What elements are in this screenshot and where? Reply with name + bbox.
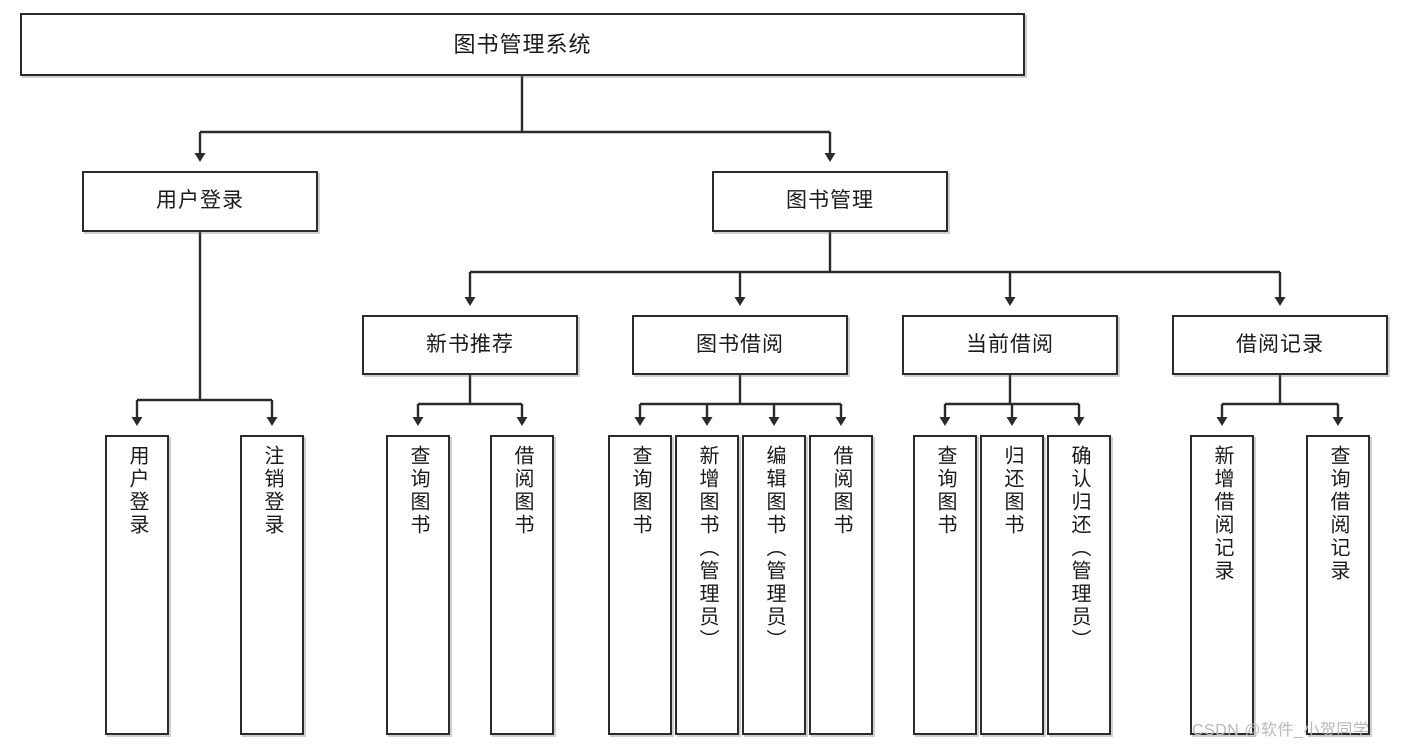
node-leaf-add-book[interactable]: 新增图书（管理员） xyxy=(675,435,739,735)
node-new-book-recommend-label: 新书推荐 xyxy=(426,332,514,356)
node-leaf-borrow-book-2[interactable]: 借阅图书 xyxy=(809,435,873,735)
node-leaf-query-book-2[interactable]: 查询图书 xyxy=(608,435,672,735)
node-leaf-query-book-1[interactable]: 查询图书 xyxy=(386,435,450,735)
node-current-borrow[interactable]: 当前借阅 xyxy=(902,315,1118,375)
node-leaf-add-record-label: 新增借阅记录 xyxy=(1211,445,1233,583)
node-leaf-edit-book[interactable]: 编辑图书（管理员） xyxy=(742,435,806,735)
node-leaf-confirm-return[interactable]: 确认归还（管理员） xyxy=(1047,435,1111,735)
node-leaf-user-logout-label: 注销登录 xyxy=(261,445,283,537)
node-leaf-query-book-1-label: 查询图书 xyxy=(407,445,429,537)
node-leaf-add-book-label: 新增图书（管理员） xyxy=(696,445,718,652)
node-leaf-edit-book-label: 编辑图书（管理员） xyxy=(763,445,785,652)
node-leaf-user-login[interactable]: 用户登录 xyxy=(105,435,169,735)
node-leaf-query-book-2-label: 查询图书 xyxy=(629,445,651,537)
node-leaf-return-book[interactable]: 归还图书 xyxy=(980,435,1044,735)
node-book-borrow[interactable]: 图书借阅 xyxy=(632,315,848,375)
node-current-borrow-label: 当前借阅 xyxy=(966,332,1054,356)
node-leaf-query-book-3-label: 查询图书 xyxy=(934,445,956,537)
node-book-manage-label: 图书管理 xyxy=(786,189,874,213)
node-book-borrow-label: 图书借阅 xyxy=(696,332,784,356)
node-leaf-query-book-3[interactable]: 查询图书 xyxy=(913,435,977,735)
csdn-watermark: CSDN @软件_小贺同学 xyxy=(1192,722,1370,739)
node-leaf-borrow-book-2-label: 借阅图书 xyxy=(830,445,852,537)
node-borrow-record-label: 借阅记录 xyxy=(1236,332,1324,356)
node-leaf-add-record[interactable]: 新增借阅记录 xyxy=(1190,435,1254,735)
node-leaf-user-login-label: 用户登录 xyxy=(126,445,148,537)
node-root-label: 图书管理系统 xyxy=(453,31,592,57)
node-leaf-user-logout[interactable]: 注销登录 xyxy=(240,435,304,735)
node-leaf-borrow-book-1[interactable]: 借阅图书 xyxy=(490,435,554,735)
node-user-login[interactable]: 用户登录 xyxy=(82,171,318,232)
node-new-book-recommend[interactable]: 新书推荐 xyxy=(362,315,578,375)
node-borrow-record[interactable]: 借阅记录 xyxy=(1172,315,1388,375)
node-leaf-query-record-label: 查询借阅记录 xyxy=(1327,445,1349,583)
node-leaf-borrow-book-1-label: 借阅图书 xyxy=(511,445,533,537)
node-leaf-confirm-return-label: 确认归还（管理员） xyxy=(1068,445,1090,652)
node-leaf-return-book-label: 归还图书 xyxy=(1001,445,1023,537)
node-leaf-query-record[interactable]: 查询借阅记录 xyxy=(1306,435,1370,735)
node-book-manage[interactable]: 图书管理 xyxy=(712,171,948,232)
node-user-login-label: 用户登录 xyxy=(156,189,244,213)
node-root[interactable]: 图书管理系统 xyxy=(20,13,1025,76)
